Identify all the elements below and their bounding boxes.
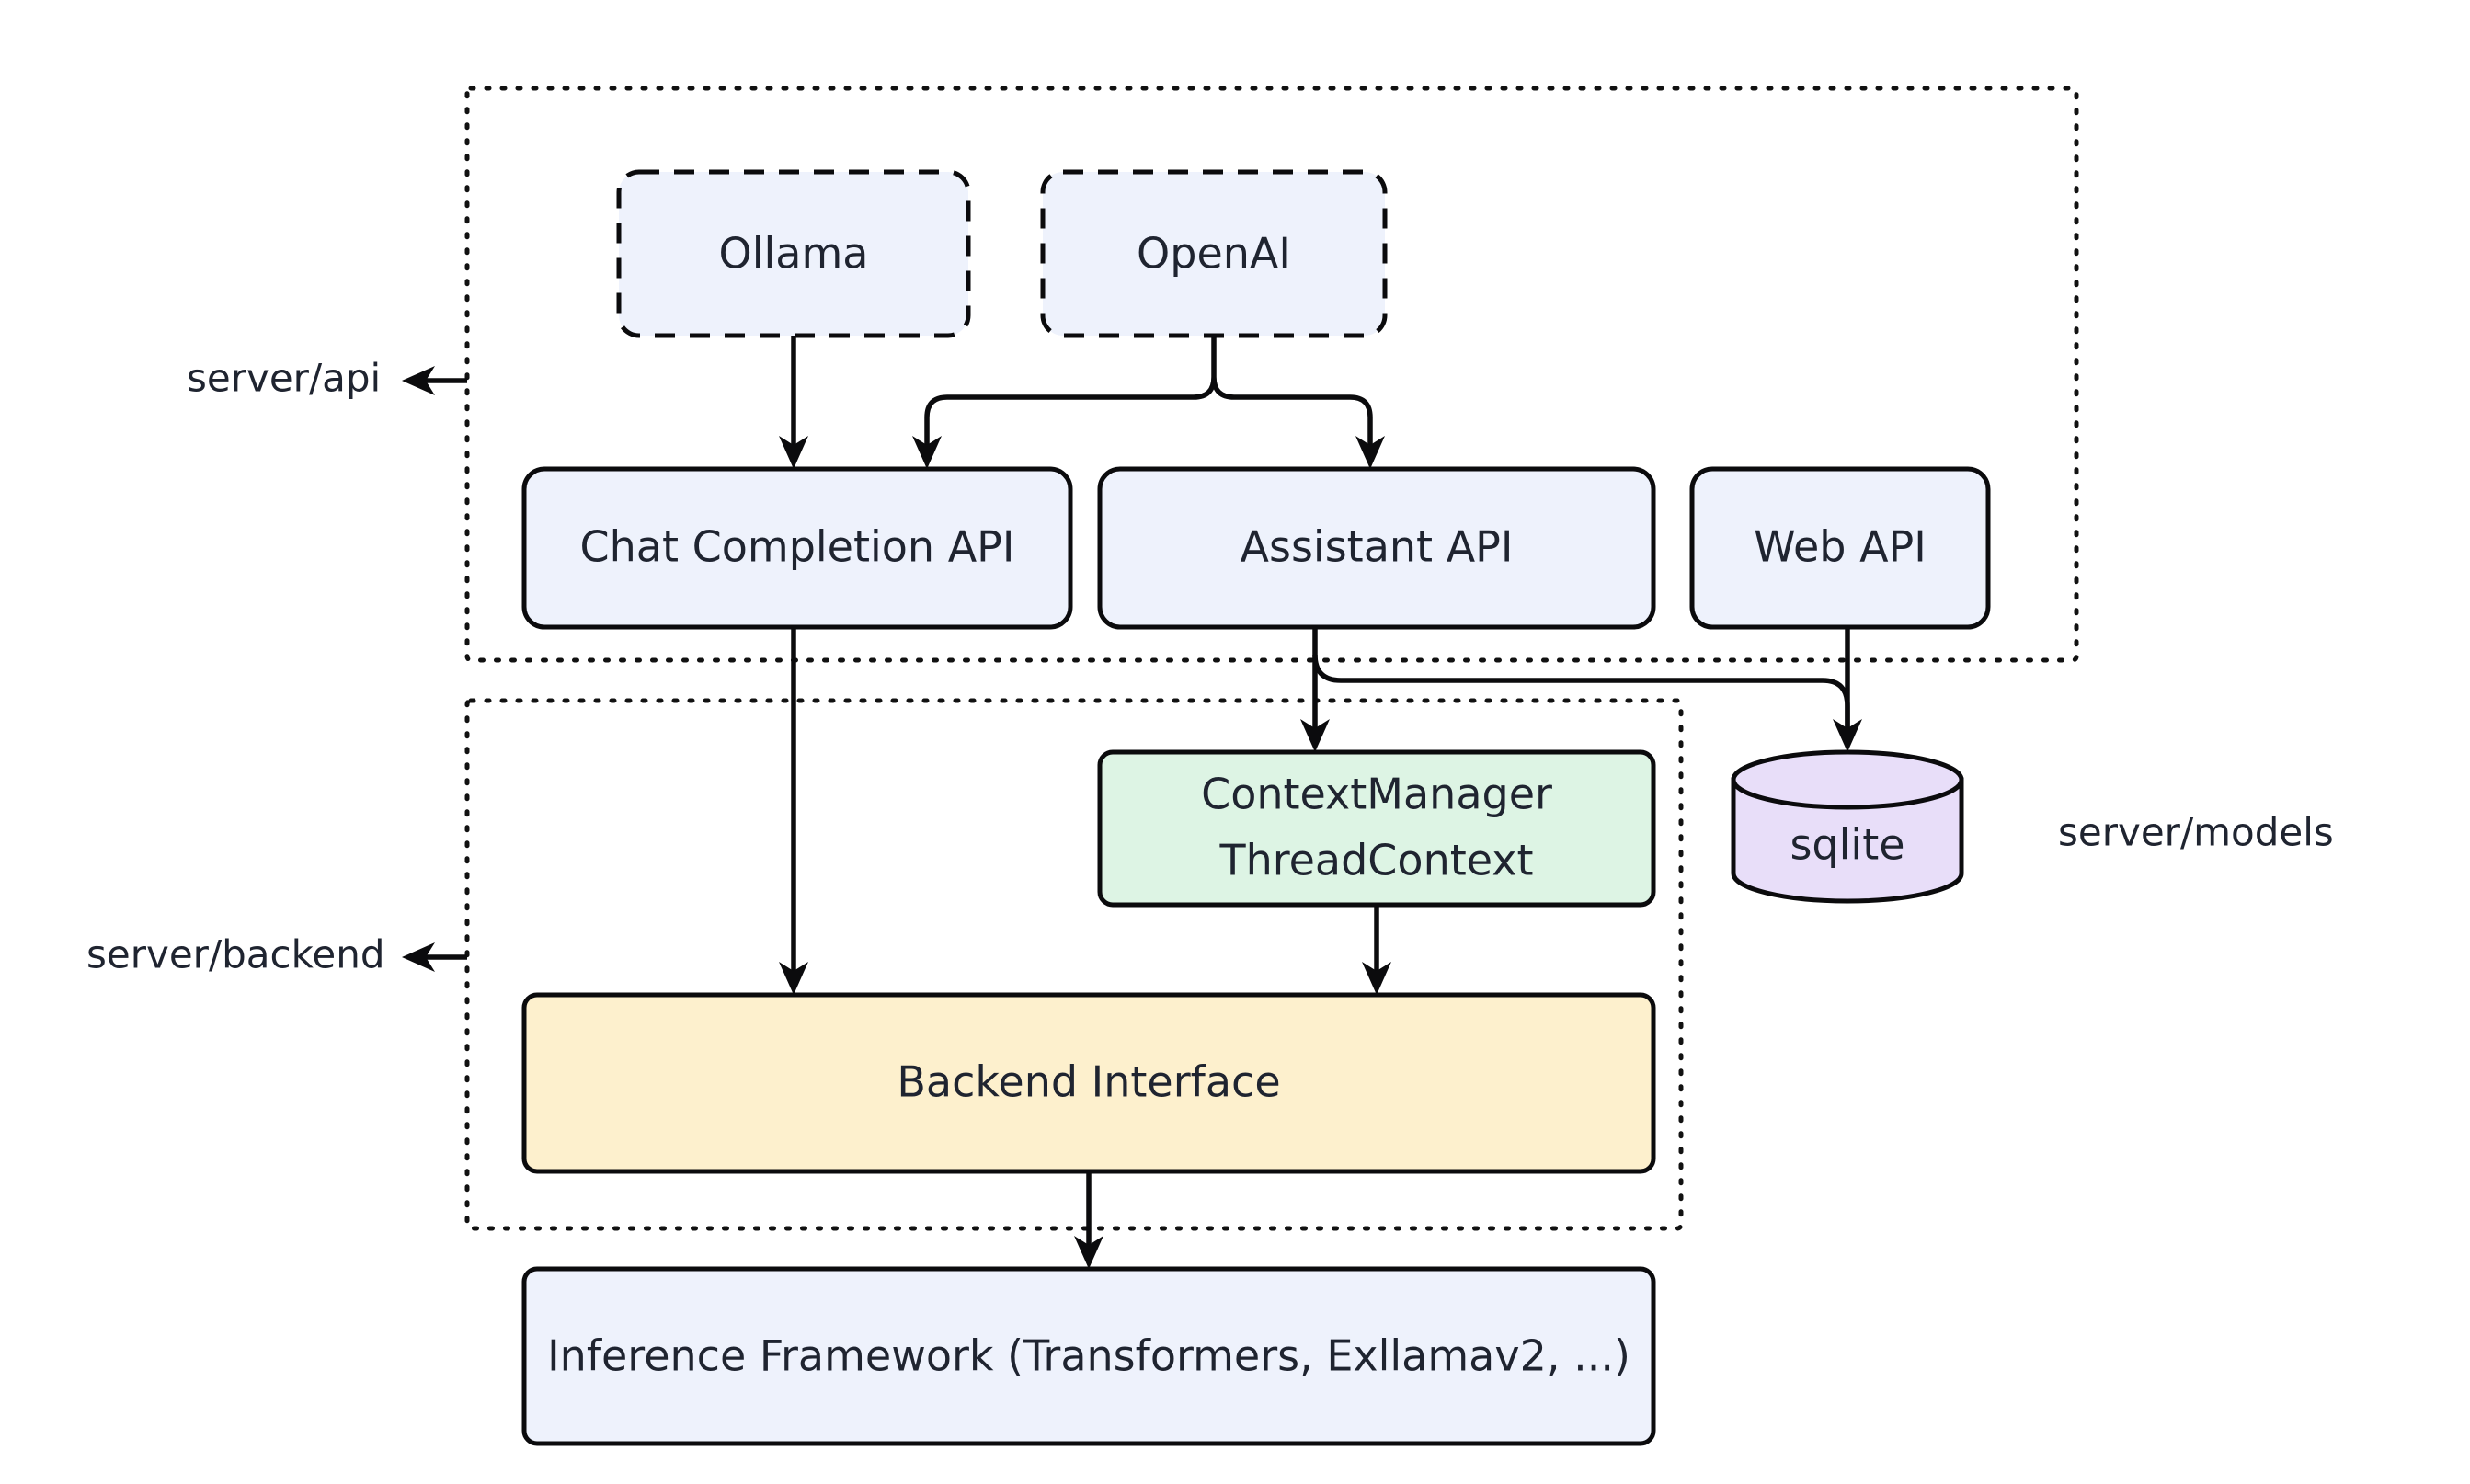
node-thread-context-label: ThreadContext xyxy=(1218,836,1533,885)
side-label-server-models: server/models xyxy=(2058,810,2334,855)
node-openai-label: OpenAI xyxy=(1137,229,1291,279)
node-assistant-api-shape xyxy=(1097,466,1656,630)
node-sqlite[interactable]: sqlite xyxy=(1731,749,1964,904)
edge-openai-fork xyxy=(912,336,1385,469)
node-web-api[interactable]: Web API xyxy=(1689,466,1991,630)
node-sqlite-label: sqlite xyxy=(1790,820,1904,870)
cluster-label-server-backend: server/backend xyxy=(86,932,467,977)
edge-ollama-to-chat-completion-api xyxy=(779,336,808,469)
cluster-label-server-api-text: server/api xyxy=(187,356,381,401)
node-web-api-label: Web API xyxy=(1754,522,1927,572)
edge-web-api-to-sqlite xyxy=(1833,627,1862,752)
cluster-server-backend xyxy=(464,698,1684,1231)
edge-backend-interface-to-inference-framework xyxy=(1074,1171,1103,1269)
node-assistant-api-label: Assistant API xyxy=(1241,522,1514,572)
node-assistant-api[interactable]: Assistant API xyxy=(1097,466,1656,630)
node-backend-interface-label: Backend Interface xyxy=(897,1057,1280,1107)
node-openai-shape xyxy=(1040,169,1388,338)
node-web-api-shape xyxy=(1689,466,1991,630)
node-context-manager-shape xyxy=(1097,749,1656,908)
node-sqlite-body xyxy=(1731,777,1964,904)
edge-assistant-api-to-sqlite xyxy=(1312,654,1850,736)
node-chat-completion-api-shape xyxy=(521,466,1073,630)
edge-context-manager-to-backend-interface xyxy=(1362,905,1391,995)
node-chat-completion-api[interactable]: Chat Completion API xyxy=(521,466,1073,630)
node-ollama[interactable]: Ollama xyxy=(616,169,971,338)
node-sqlite-top xyxy=(1731,749,1964,810)
node-inference-framework[interactable]: Inference Framework (Transformers, Exlla… xyxy=(521,1266,1656,1446)
cluster-label-server-api: server/api xyxy=(187,356,467,401)
node-ollama-label: Ollama xyxy=(719,229,869,279)
node-inference-framework-shape xyxy=(521,1266,1656,1446)
node-inference-framework-label: Inference Framework (Transformers, Exlla… xyxy=(547,1331,1630,1381)
node-backend-interface[interactable]: Backend Interface xyxy=(521,992,1656,1174)
node-context-manager-label: ContextManager xyxy=(1201,770,1552,819)
node-backend-interface-shape xyxy=(521,992,1656,1174)
edge-assistant-api-to-context-manager xyxy=(1300,627,1330,752)
node-openai[interactable]: OpenAI xyxy=(1040,169,1388,338)
node-context-manager[interactable]: ContextManager ThreadContext xyxy=(1097,749,1656,908)
node-ollama-shape xyxy=(616,169,971,338)
edge-chat-completion-api-to-backend-interface xyxy=(779,627,808,995)
cluster-label-server-backend-text: server/backend xyxy=(86,932,385,977)
cluster-server-api xyxy=(464,86,2079,663)
node-chat-completion-api-label: Chat Completion API xyxy=(580,522,1015,572)
side-label-server-models-text: server/models xyxy=(2058,810,2334,855)
